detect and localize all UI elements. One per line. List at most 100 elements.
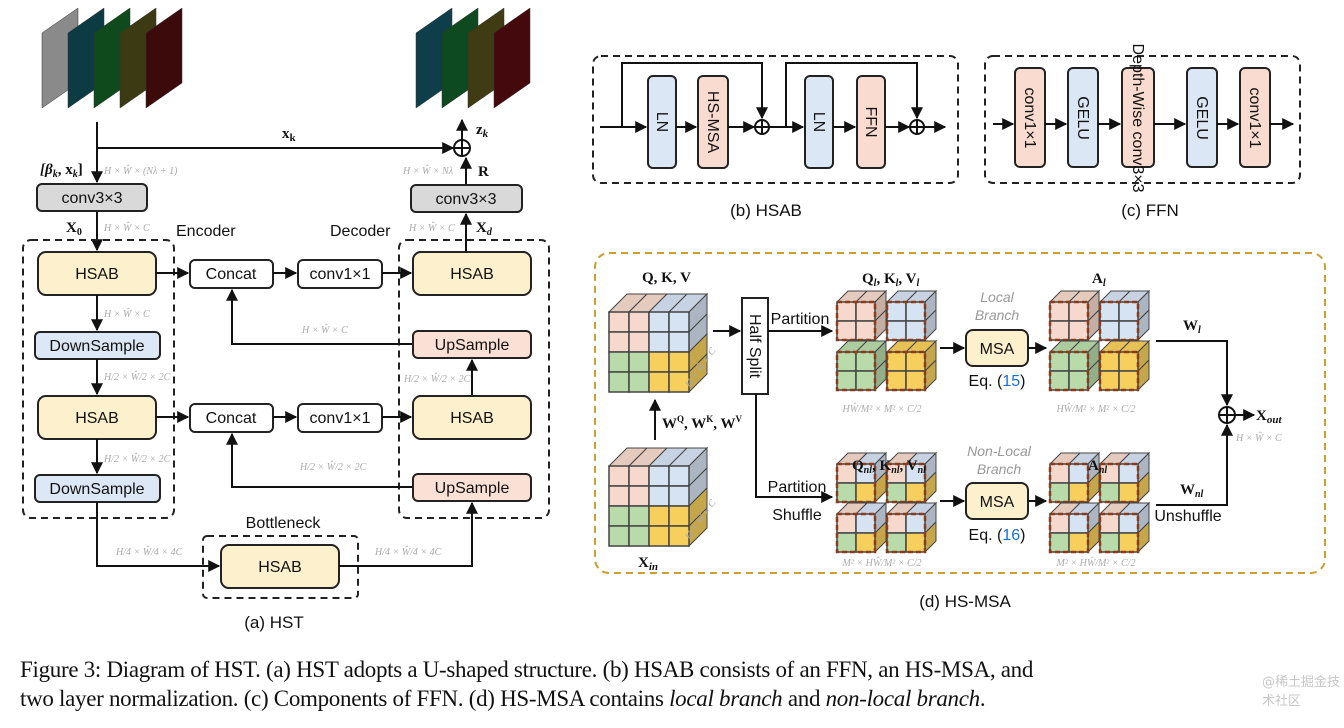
ln-block-2: [804, 75, 834, 169]
local-branch-title: Local: [980, 289, 1014, 305]
conv1x1-block-2: [1239, 67, 1271, 168]
panel-a-hst: xk zk R [βk, xk] H × Ŵ × (Nλ + 1) H × Ŵ …: [22, 7, 550, 632]
wl-label: Wl: [1183, 318, 1201, 336]
hsab-label: HSAB: [75, 266, 119, 283]
cube-cell: [855, 513, 876, 534]
conv3x3-output-label: conv3×3: [436, 191, 497, 208]
panel-d-hs-msa: Q, K, V Xin WQ, WK, WV H × Ŵ × C H × Ŵ ×…: [594, 252, 1326, 611]
unshuffle-label: Unshuffle: [1154, 508, 1221, 525]
cube-cell: [886, 482, 907, 503]
cube-cell: [1099, 532, 1120, 553]
local-qkv-windows: [835, 289, 938, 392]
xin-cube: [607, 446, 709, 548]
window-border: [1048, 462, 1090, 504]
cube-cell: [1049, 351, 1070, 372]
depthwise-label: Depth-Wise conv3×3: [1129, 44, 1146, 193]
spectral-band-image: [145, 7, 183, 109]
add-icon: [909, 119, 925, 135]
msa-label: MSA: [980, 341, 1015, 358]
xin-label: Xin: [638, 555, 658, 573]
conv1x1-label: conv1×1: [1246, 88, 1263, 149]
cube-cell: [648, 311, 670, 333]
cube-cell: [628, 351, 650, 373]
qkv-label: Q, K, V: [642, 270, 691, 286]
gelu-label: GELU: [1074, 96, 1091, 140]
cube-cell: [1099, 320, 1120, 341]
cube-cell: [886, 301, 907, 322]
xout-label: Xout: [1256, 408, 1282, 426]
cube-cell: [648, 525, 670, 547]
cube-cell: [886, 351, 907, 372]
ffn-label: FFN: [862, 106, 879, 137]
cube-cell: [1118, 301, 1139, 322]
conv1x1-label: conv1×1: [310, 410, 371, 427]
cube-cell: [855, 370, 876, 391]
ln-label: LN: [653, 112, 670, 132]
dim-x0: H × Ŵ × C: [103, 221, 150, 234]
cube-cell: [1049, 532, 1070, 553]
dim-local-a: HŴ/M² × M² × C/2: [1056, 402, 1136, 415]
dim-bottleneck-out: H/4 × Ŵ/4 × 4C: [374, 545, 442, 558]
decoder-group: [398, 239, 550, 519]
gelu-label: GELU: [1193, 96, 1210, 140]
cube-cell: [1099, 482, 1120, 503]
cube-cell: [855, 320, 876, 341]
r-label: R: [478, 164, 489, 180]
cube-cell: [1118, 320, 1139, 341]
decoder-hsab-2: [412, 395, 532, 440]
cube-cell: [1118, 351, 1139, 372]
local-branch-title-2: Branch: [975, 307, 1020, 323]
x0-label: X0: [66, 220, 82, 238]
concat-label: Concat: [206, 410, 257, 427]
residual-1: [621, 62, 768, 127]
cube-cell: [628, 525, 650, 547]
conv3x3-output-block: [410, 184, 523, 213]
panel-a-caption: (a) HST: [244, 613, 304, 632]
cube-cell: [905, 301, 926, 322]
ql-kl-vl-label: Ql, Kl, Vl: [862, 271, 919, 289]
cube-cell: [628, 371, 650, 393]
decoder-hsab-1: [412, 251, 532, 296]
shuffle-label: Shuffle: [772, 507, 822, 524]
upsample-1-skip: [226, 288, 413, 345]
cube-cell: [836, 301, 857, 322]
cube-cell: [668, 351, 690, 373]
ffn-block: [856, 75, 886, 169]
window-border: [885, 300, 927, 342]
upsample-label: UpSample: [435, 337, 510, 354]
window-border: [1098, 462, 1140, 504]
cube-cell: [1068, 351, 1089, 372]
gelu-block-2: [1186, 67, 1218, 168]
caption-end: .: [979, 686, 986, 711]
hs-msa-group: [594, 252, 1326, 574]
window-border: [1098, 350, 1140, 392]
dim-enc3: H/2 × Ŵ/2 × 2C: [103, 452, 171, 465]
cube-cell: [668, 505, 690, 527]
cube-cell: [668, 465, 690, 487]
cube-cell: [668, 525, 690, 547]
qkv-cube: [607, 292, 709, 394]
cube-cell: [855, 482, 876, 503]
cube-cell: [628, 505, 650, 527]
qnl-knl-vnl-label: Qnl, Knl, Vnl: [852, 458, 926, 476]
caption-and: and: [782, 686, 826, 711]
cube-cell: [1068, 513, 1089, 534]
upsample-2: [412, 473, 532, 502]
output-spectral-image-stack: [415, 7, 531, 109]
hsab-label: HSAB: [75, 410, 119, 427]
cube-cell: [855, 532, 876, 553]
hs-msa-block: [697, 75, 729, 169]
window-border: [885, 462, 927, 504]
cube-cell: [608, 505, 630, 527]
upsample-2-skip: [226, 432, 413, 488]
eq16-label: Eq. (16): [969, 527, 1026, 544]
concat-label: Concat: [206, 266, 257, 283]
caption-line-1: Figure 3: Diagram of HST. (a) HST adopts…: [20, 657, 1034, 682]
panel-c-caption: (c) FFN: [1121, 201, 1179, 220]
cube-cell: [905, 532, 926, 553]
cube-cell: [608, 331, 630, 353]
cube-cell: [1099, 513, 1120, 534]
cube-cell: [1049, 513, 1070, 534]
cube-cell: [1118, 370, 1139, 391]
dim-xd: H × Ŵ × C: [408, 221, 455, 234]
